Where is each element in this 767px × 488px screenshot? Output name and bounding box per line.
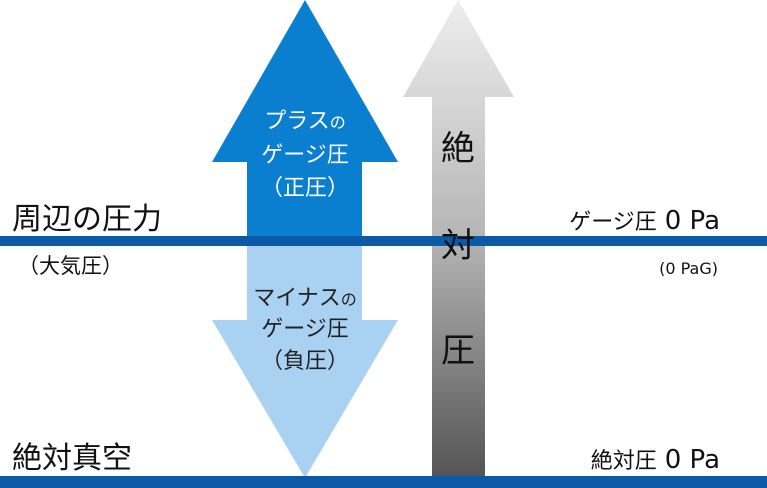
positive-label-line2: ゲージ圧 xyxy=(261,143,349,168)
absolute-char-2: 対 xyxy=(441,226,475,266)
negative-label-line3: （負圧） xyxy=(261,349,349,374)
positive-gauge-arrow xyxy=(212,0,398,236)
vacuum-line xyxy=(0,476,767,488)
gauge-zero-sub-label: (0 PaG) xyxy=(659,259,718,278)
positive-label-line3: （正圧） xyxy=(261,176,349,201)
positive-label-line1: プラスの xyxy=(264,109,346,134)
negative-label-line1: マイナスの xyxy=(253,286,357,311)
negative-label-line2: ゲージ圧 xyxy=(261,317,349,342)
absolute-char-1: 絶 xyxy=(441,129,475,169)
absolute-char-3: 圧 xyxy=(441,331,475,371)
ambient-pressure-label: 周辺の圧力 xyxy=(12,202,162,237)
atmospheric-line xyxy=(0,236,767,246)
absolute-vacuum-label: 絶対真空 xyxy=(12,441,132,476)
atmospheric-pressure-label: （大気圧） xyxy=(18,254,123,278)
negative-gauge-arrow xyxy=(212,246,398,478)
